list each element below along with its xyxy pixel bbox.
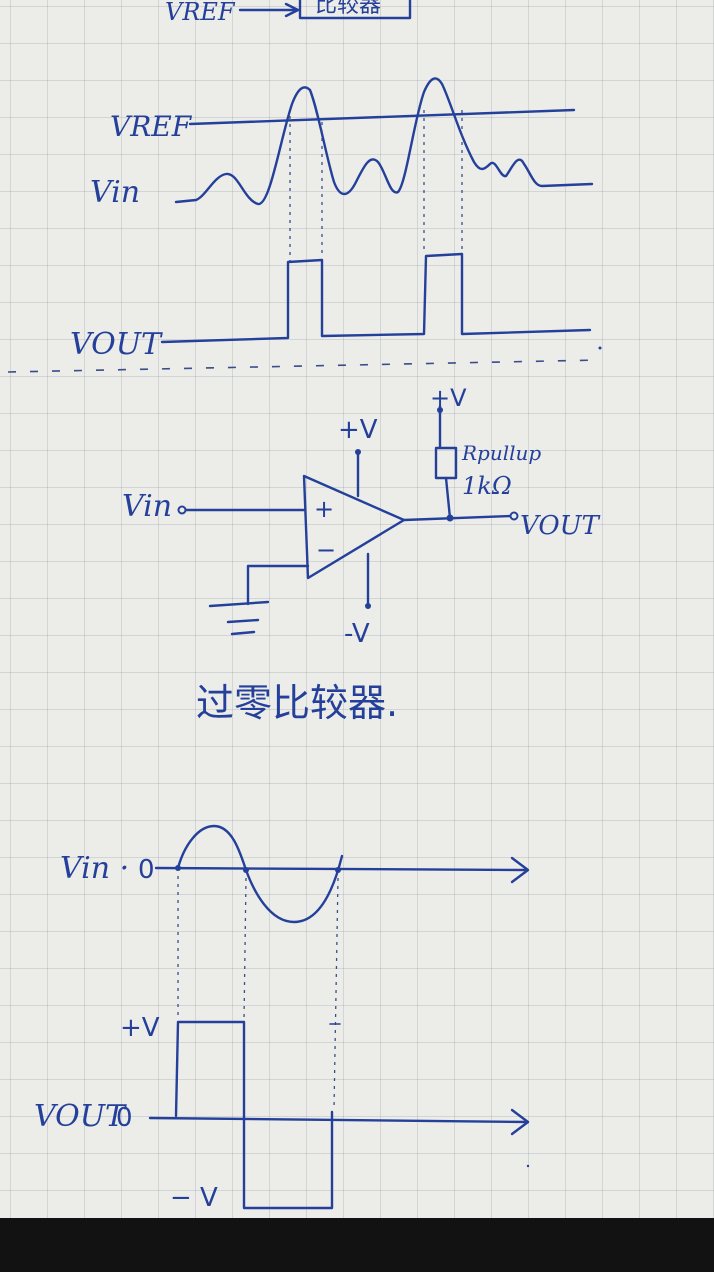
vref-label: VREF <box>110 110 193 143</box>
top-arrow-head <box>284 2 300 18</box>
window-comparator-waveforms: VREF Vin VOUT <box>70 77 594 362</box>
crossing-point-2 <box>243 867 249 873</box>
resistor-name-label: Rpullup <box>461 441 541 465</box>
vin-axis <box>154 866 528 872</box>
opamp-plus-supply-label: +V <box>338 415 378 445</box>
top-block-text: 比较器 <box>315 0 381 18</box>
zc-vin-label: Vin · <box>60 851 129 886</box>
ground-bar-3 <box>230 630 256 636</box>
pullup-plus-supply-label: +V <box>430 384 467 412</box>
plus-v-level-label: +V <box>120 1013 160 1043</box>
graph-paper-page: VREF 比较器 VREF Vin VOUT Vin + − +V <box>0 0 714 1218</box>
inverting-input-wire <box>246 564 310 606</box>
output-wire <box>402 514 514 522</box>
opamp-triangle <box>302 474 406 580</box>
zc-vin-zero-label: 0 <box>138 855 155 885</box>
minus-v-level-label: − V <box>170 1183 218 1213</box>
top-partial-section: VREF 比较器 <box>165 0 412 26</box>
top-comparator-block <box>298 0 412 20</box>
stray-mark <box>526 1164 530 1168</box>
stray-dot <box>598 346 602 350</box>
vout-axis <box>148 1116 530 1124</box>
zc-sine-wave <box>176 824 344 924</box>
vin-axis-arrowhead <box>510 856 530 884</box>
opamp-minus-supply-label: -V <box>344 619 370 649</box>
bottom-black-bar <box>0 1218 714 1272</box>
vin-terminal <box>177 505 187 515</box>
hand-drawn-diagram: VREF 比较器 VREF Vin VOUT Vin + − +V <box>7 0 602 1213</box>
pullup-resistor <box>434 446 458 480</box>
pullup-supply-node <box>437 407 443 413</box>
vref-line <box>188 108 576 126</box>
vout-label: VOUT <box>70 327 163 362</box>
vin-label: Vin <box>90 175 140 210</box>
pullup-bottom-wire <box>444 476 452 520</box>
negative-supply-node <box>365 603 371 609</box>
inverting-input-symbol: − <box>316 536 336 564</box>
zc-guide-2 <box>243 877 247 1021</box>
crossing-point-3 <box>335 867 341 873</box>
circuit-vin-label: Vin <box>122 489 172 524</box>
crossing-point-1 <box>175 865 181 871</box>
zero-crossing-waveforms: Vin · 0 +V VOUT 0 − V <box>34 824 530 1213</box>
vout-terminal <box>509 511 519 521</box>
zc-vout-zero-label: 0 <box>116 1103 133 1133</box>
ground-bar-1 <box>208 600 270 608</box>
resistor-value-label: 1kΩ <box>462 472 512 500</box>
diagram-caption: 过零比较器. <box>196 681 398 725</box>
zc-vout-label: VOUT <box>34 1099 127 1134</box>
zc-guide-3 <box>333 877 339 1109</box>
comparator-circuit: Vin + − +V -V VOUT +V Rpullup 1kΩ <box>122 384 601 649</box>
vout-waveform <box>160 252 592 344</box>
positive-supply-node <box>355 449 361 455</box>
vin-waveform <box>174 77 594 206</box>
zc-vout-square-wave <box>174 1020 334 1210</box>
noninverting-input-symbol: + <box>314 495 334 523</box>
vout-axis-arrowhead <box>510 1108 530 1136</box>
circuit-vout-label: VOUT <box>520 511 601 541</box>
top-vref-label: VREF <box>165 0 236 26</box>
ground-bar-2 <box>226 618 260 624</box>
